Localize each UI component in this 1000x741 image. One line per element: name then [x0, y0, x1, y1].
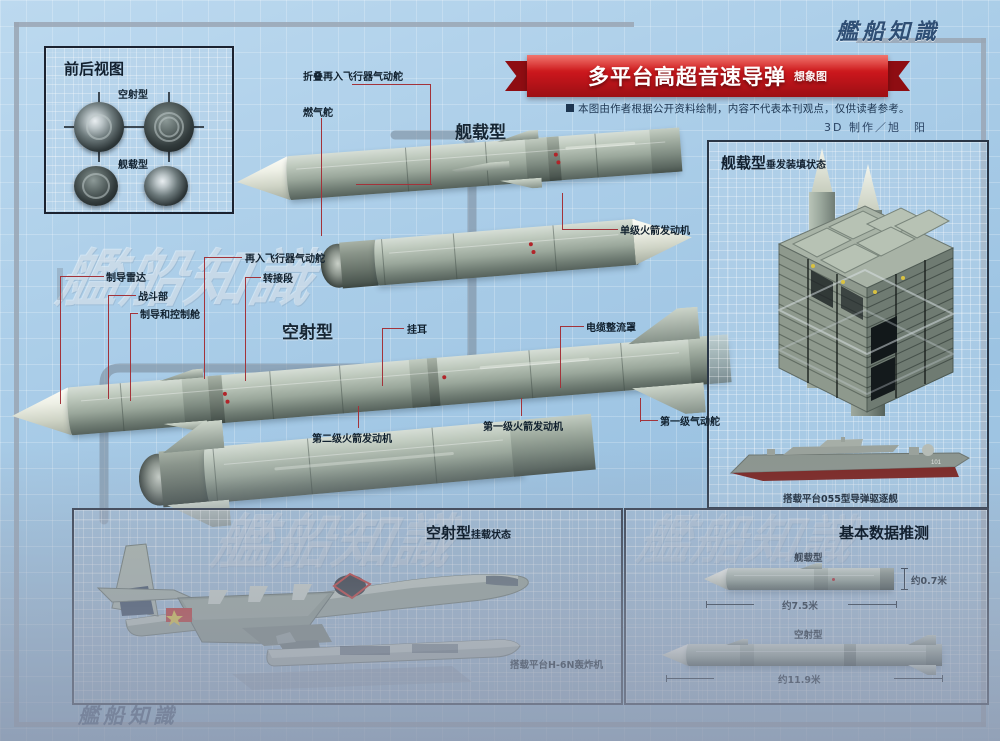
- destroyer-055-illustration: 101: [729, 437, 971, 481]
- callout-gas-rudder: 燃气舵: [303, 108, 333, 119]
- panel-title-vls-sub: 垂发装填状态: [766, 160, 827, 171]
- data-missile-ship: [704, 563, 894, 590]
- poster-title-group: 多平台高超音速导弹 想象图: [527, 55, 888, 97]
- ribbon-body: [527, 55, 888, 97]
- panel-title-air-main: 空射型: [425, 524, 471, 542]
- view-ship-rear: [144, 166, 190, 208]
- panel-basic-data: 基本数据推测 舰载型 约0.7米 约7.5米 空射型: [624, 508, 989, 705]
- data-diameter-ship: 约0.7米: [911, 576, 947, 587]
- aircraft-caption: 搭载平台H-6N轰炸机: [510, 660, 603, 671]
- view-air-front: [64, 92, 134, 162]
- poster-frame-top: [14, 22, 634, 27]
- panel-front-rear-views: 前后视图 空射型 舰载型: [44, 46, 234, 214]
- disclaimer-text: 本图由作者根据公开资料绘制，内容不代表本刊观点，仅供读者参考。: [578, 103, 910, 115]
- callout-folding-aero-rudder: 折叠再入飞行器气动舵: [303, 72, 403, 83]
- callout-guidance-control-bay: 制导和控制舱: [140, 310, 200, 321]
- bullet-square-icon: [566, 104, 574, 112]
- vls-module: [776, 205, 956, 413]
- masthead-logo: 艦船知識: [835, 19, 940, 45]
- view-ship-front: [74, 166, 120, 208]
- poster-title: 多平台高超音速导弹: [588, 65, 786, 89]
- bomber-h6n-illustration: [96, 543, 529, 690]
- callout-transition-section: 转接段: [263, 274, 293, 285]
- callout-first-stage-rocket-engine: 第一级火箭发动机: [483, 422, 563, 433]
- data-label-air-variant: 空射型: [794, 630, 823, 641]
- callout-first-stage-aero-rudder: 第一级气动舵: [660, 417, 720, 428]
- panel-title-vls: 舰载型垂发装填状态: [721, 152, 826, 173]
- callout-mounting-lug: 挂耳: [407, 325, 427, 336]
- callout-second-stage-rocket-engine: 第二级火箭发动机: [312, 434, 392, 445]
- callout-reentry-aero-rudder: 再入飞行器气动舵: [245, 254, 325, 265]
- data-label-ship-variant: 舰载型: [794, 553, 823, 564]
- data-length-ship: 约7.5米: [782, 601, 818, 612]
- panel-vls: 舰载型垂发装填状态: [707, 140, 989, 509]
- panel-air-launch: 空射型挂载状态: [72, 508, 623, 705]
- panel-title-vls-main: 舰载型: [721, 154, 767, 172]
- poster-title-sub: 想象图: [794, 70, 827, 83]
- data-missile-air: [662, 635, 942, 675]
- panel-title-basic-data: 基本数据推测: [838, 524, 929, 542]
- title-ribbon: 多平台高超音速导弹 想象图: [505, 55, 910, 97]
- credit-line: 3D 制作／旭 阳: [824, 121, 927, 134]
- view-label-ship: 舰载型: [118, 160, 148, 171]
- callout-single-stage-rocket-engine: 单级火箭发动机: [620, 226, 690, 237]
- panel-title-front-rear: 前后视图: [64, 60, 125, 78]
- section-heading-air: 空射型: [282, 323, 333, 343]
- panel-title-air: 空射型挂载状态: [426, 522, 511, 543]
- callout-warhead: 战斗部: [138, 292, 168, 303]
- section-heading-ship: 舰载型: [455, 123, 506, 143]
- panel-title-air-sub: 挂载状态: [471, 530, 511, 541]
- poster-frame-top-right: [856, 38, 986, 43]
- view-label-air: 空射型: [118, 90, 148, 101]
- poster-frame-right: [981, 38, 986, 727]
- svg-text:101: 101: [931, 460, 942, 466]
- view-air-rear: [134, 92, 204, 162]
- data-length-air: 约11.9米: [778, 675, 821, 686]
- callout-guidance-radar: 制导雷达: [106, 273, 146, 284]
- callout-cable-fairing: 电缆整流罩: [586, 323, 636, 334]
- ship-caption: 搭载平台055型导弹驱逐舰: [783, 494, 898, 505]
- disclaimer-note: 本图由作者根据公开资料绘制，内容不代表本刊观点，仅供读者参考。: [566, 101, 916, 116]
